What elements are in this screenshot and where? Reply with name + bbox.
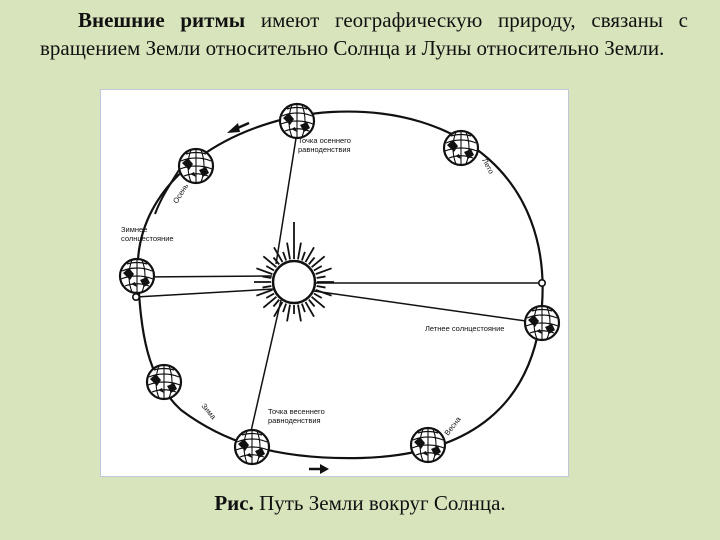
sun-rays (254, 222, 334, 322)
caption-bold: Рис. (214, 491, 254, 515)
earth-globe-summer-solstice (523, 304, 561, 342)
earth-globe-winter-solstice (118, 257, 156, 295)
label-summer-solstice: Летнее солнцестояние (425, 324, 504, 333)
orbit-node-left (131, 293, 140, 302)
sun-lines (135, 131, 540, 441)
label-spring-equinox-1: Точка весеннего (268, 407, 325, 416)
caption-text: Путь Земли вокруг Солнца. (253, 491, 506, 515)
label-winter-solstice-2: солнцестояние (121, 234, 174, 243)
orbit-tail (154, 169, 180, 215)
earth-globe-summer-top (442, 129, 480, 167)
label-autumn: Осень (171, 182, 190, 205)
earth-globe-winter (145, 363, 183, 401)
label-spring-equinox-2: равноденствия (268, 416, 321, 425)
earth-globe-spring (409, 426, 447, 464)
orbit-path (136, 110, 544, 460)
arrow-top-icon (227, 121, 250, 133)
intro-bold: Внешние ритмы (78, 8, 246, 32)
intro-text: имеют географическую природу, связаны с … (40, 8, 688, 60)
label-spring: Весна (442, 414, 463, 437)
orbit-node-right (537, 279, 546, 288)
label-autumn-equinox-1: Точка осеннего (298, 136, 351, 145)
label-summer: Лето (480, 157, 496, 176)
sun (271, 259, 317, 305)
earth-globe-autumn-equinox (278, 102, 316, 140)
label-winter-solstice-1: Зимнее (121, 225, 147, 234)
orbit-diagram: Точка осеннего равноденствия Зимнее солн… (118, 102, 561, 474)
figure-caption: Рис. Путь Земли вокруг Солнца. (0, 491, 720, 516)
label-autumn-equinox-2: равноденствия (298, 145, 351, 154)
earth-orbit-figure: Точка осеннего равноденствия Зимнее солн… (100, 89, 569, 477)
earth-globe-autumn (177, 147, 215, 185)
label-winter: Зима (199, 402, 218, 422)
arrow-bottom-icon (309, 464, 329, 474)
intro-paragraph: Внешние ритмы имеют географическую приро… (40, 6, 688, 62)
earth-globe-spring-equinox (233, 428, 271, 466)
